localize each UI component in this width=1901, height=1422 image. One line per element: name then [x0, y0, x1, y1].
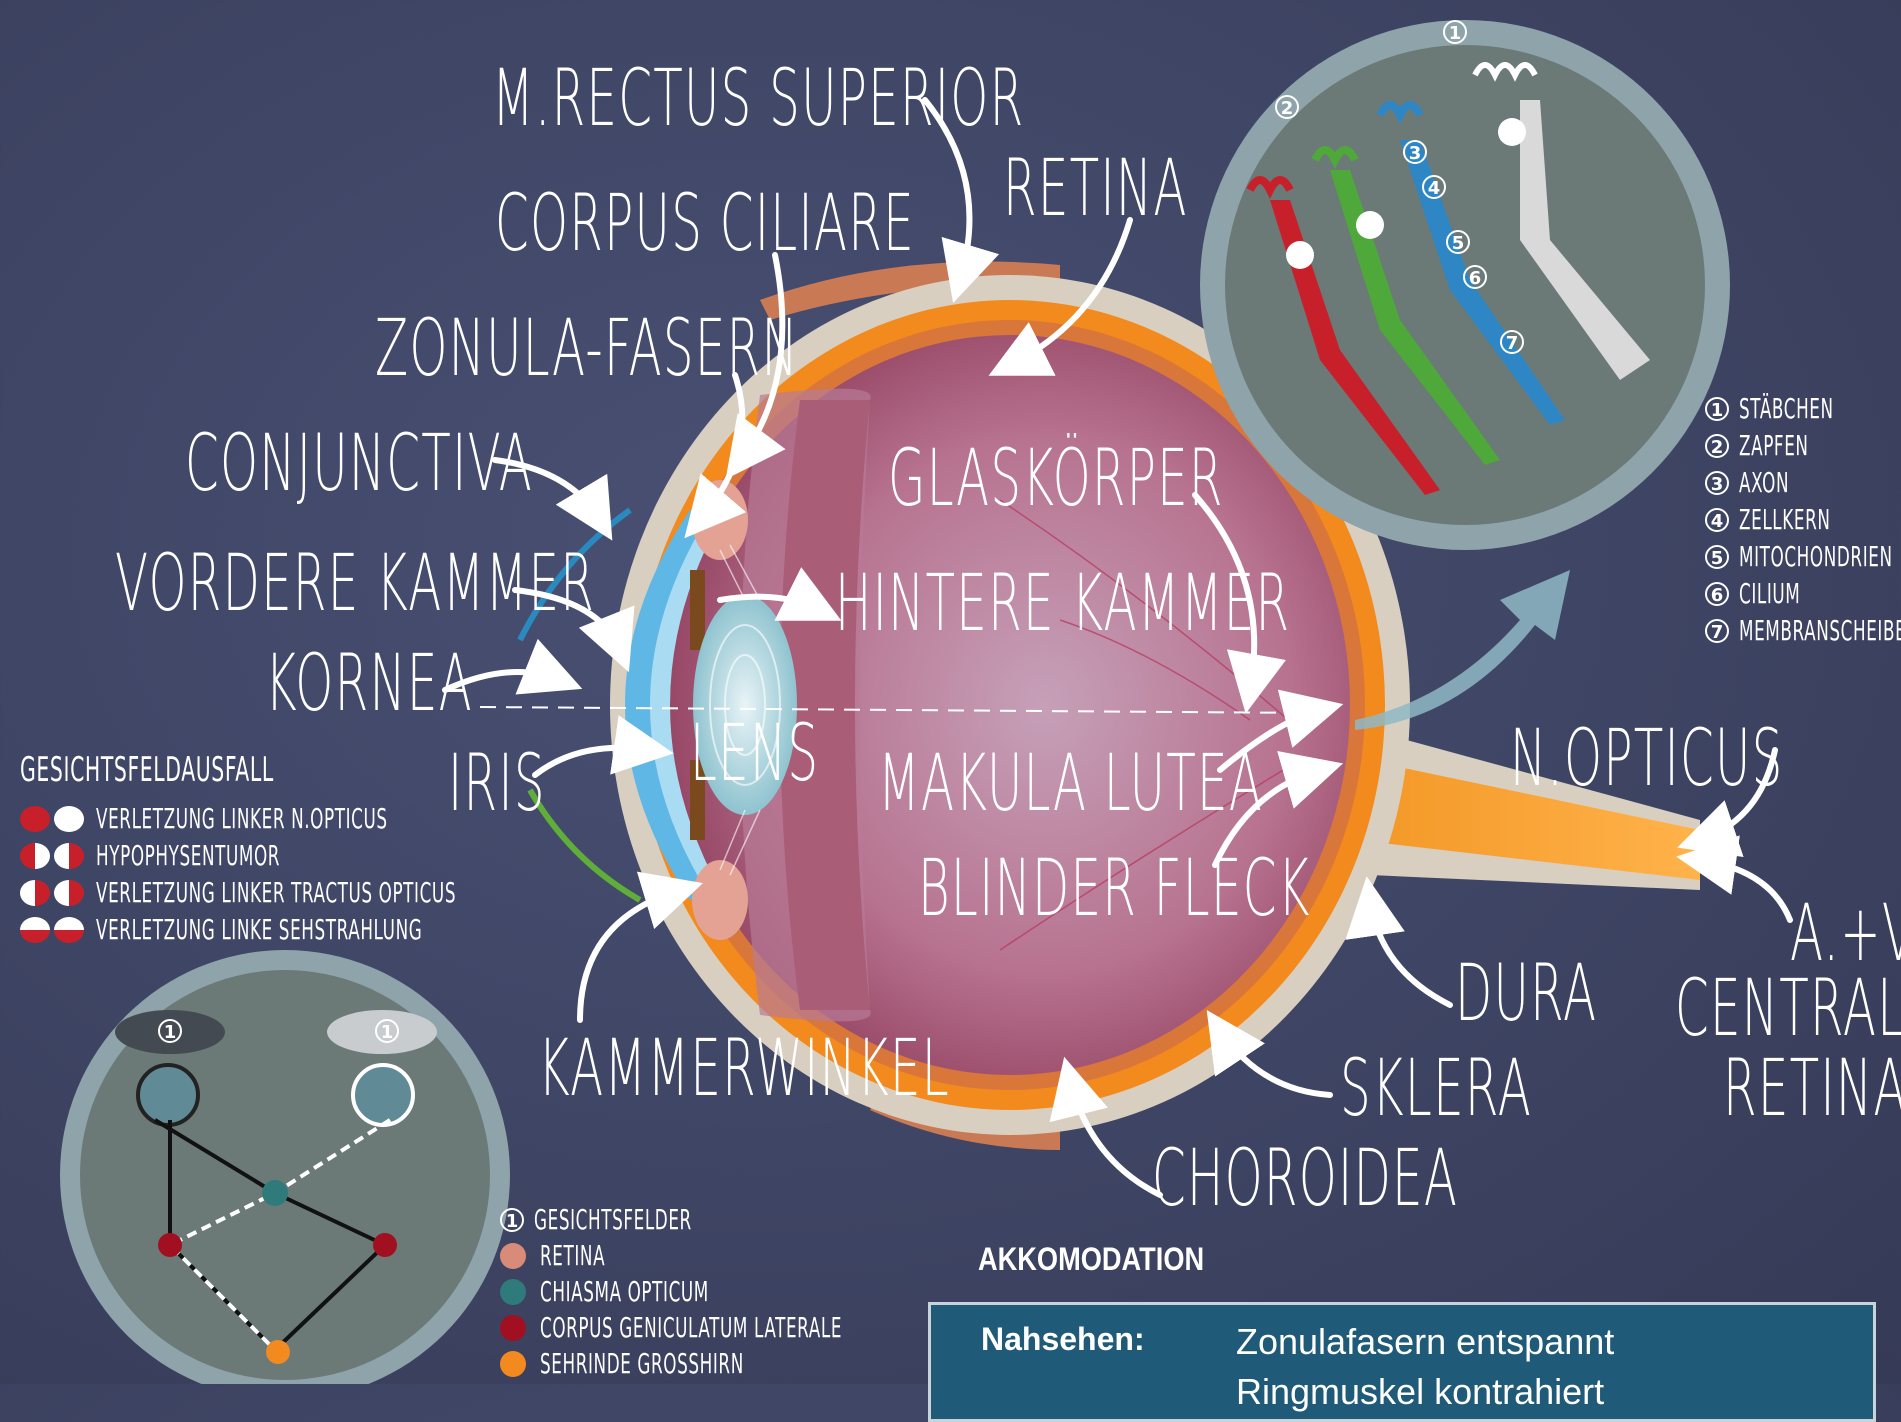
- label-conjunctiva: CONJUNCTIVA: [185, 425, 533, 503]
- label-av-3: RETINAE: [1723, 1050, 1901, 1128]
- label-zonula: ZONULA-FASERN: [375, 310, 799, 388]
- akkomodation-line-2: Ringmuskel kontrahiert: [1236, 1371, 1604, 1413]
- label-kornea: KORNEA: [265, 645, 473, 723]
- label-sklera: SKLERA: [1340, 1050, 1532, 1128]
- inset-num-5: 5: [1446, 230, 1470, 254]
- visual-pathway-inset: [60, 950, 510, 1384]
- label-dura: DURA: [1455, 955, 1597, 1033]
- legend-item: VERLETZUNG LINKE SEHSTRAHLUNG: [20, 913, 640, 946]
- label-corpus-ciliare: CORPUS CILIARE: [495, 185, 915, 263]
- legend-item: VERLETZUNG LINKER TRACTUS OPTICUS: [20, 876, 696, 909]
- akkomodation-title: AKKOMODATION: [978, 1241, 1204, 1278]
- eye-right: [353, 1065, 413, 1125]
- legend-item: CHIASMA OPTICUM: [500, 1275, 822, 1308]
- akkomodation-line-1: Zonulafasern entspannt: [1236, 1321, 1614, 1363]
- label-retina: RETINA: [1003, 150, 1188, 228]
- inset-num-1: 1: [1443, 20, 1467, 44]
- akkomodation-box: Nahsehen: Zonulafasern entspannt Ringmus…: [928, 1302, 1876, 1422]
- inset-num-2: 2: [1275, 95, 1299, 119]
- label-lens: LENS: [690, 715, 819, 793]
- label-kammerwinkel: KAMMERWINKEL: [538, 1030, 950, 1108]
- cgl-left: [158, 1233, 182, 1257]
- inset-num-3: 3: [1403, 140, 1427, 164]
- legend-item: SEHRINDE GROßHIRN: [500, 1347, 880, 1380]
- cgl-right: [373, 1233, 397, 1257]
- label-glaskoerper: GLASKÖRPER: [888, 440, 1224, 518]
- inset-num-6: 6: [1463, 265, 1487, 289]
- label-hintere-kammer: HINTERE KAMMER: [835, 565, 1290, 643]
- label-blinder-fleck: BLINDER FLECK: [918, 850, 1311, 928]
- cortex-node: [266, 1340, 290, 1364]
- retina-swatch: [500, 1243, 526, 1269]
- pathway-field-num-right: 1: [375, 1019, 399, 1043]
- chiasma-node: [262, 1180, 288, 1206]
- cgl-swatch: [500, 1315, 526, 1341]
- visual-field-title: GESICHTSFELDAUSFALL: [20, 750, 274, 790]
- field-pair-icon: [20, 843, 84, 869]
- legend-item: VERLETZUNG LINKER N.OPTICUS: [20, 802, 582, 835]
- label-makula: MAKULA LUTEA: [878, 745, 1263, 823]
- label-m-rectus: M.RECTUS SUPERIOR: [492, 60, 1024, 138]
- field-pair-icon: [20, 880, 84, 906]
- legend-item: HYPOPHYSENTUMOR: [20, 839, 403, 872]
- eye-left: [138, 1065, 198, 1125]
- field-pair-icon: [20, 806, 84, 832]
- chiasma-swatch: [500, 1279, 526, 1305]
- inset-num-4: 4: [1422, 175, 1446, 199]
- corpus-ciliare-lower: [692, 860, 748, 940]
- inset-num-7: 7: [1500, 330, 1524, 354]
- akkomodation-key: Nahsehen:: [981, 1321, 1145, 1358]
- iris-shape: [690, 570, 705, 650]
- legend-item: 7MEMBRANSCHEIBEN: [1705, 614, 1901, 647]
- cortex-swatch: [500, 1351, 526, 1377]
- field-pair-icon: [20, 917, 84, 943]
- label-choroidea: CHOROIDEA: [1152, 1140, 1458, 1218]
- label-n-opticus: N.OPTICUS: [1510, 720, 1784, 798]
- label-vordere-kammer: VORDERE KAMMER: [115, 545, 595, 623]
- label-av-2: CENTRALIS: [1675, 970, 1901, 1048]
- label-av-1: A.+V.: [1790, 895, 1901, 973]
- pathway-field-num-left: 1: [158, 1019, 182, 1043]
- legend-item: RETINA: [500, 1239, 649, 1272]
